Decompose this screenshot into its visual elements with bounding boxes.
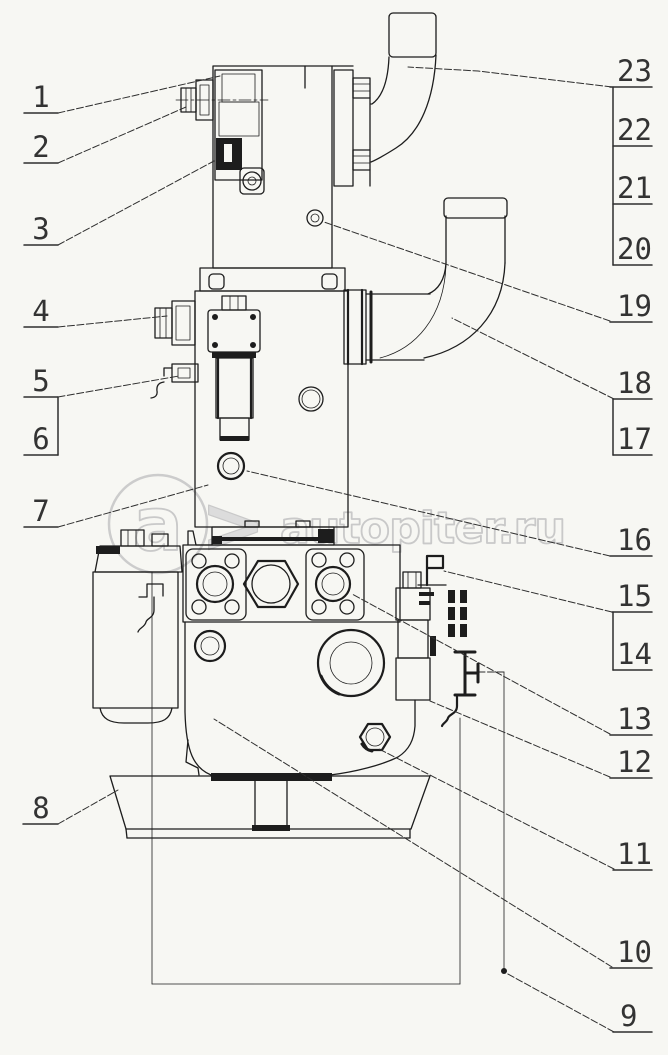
callout-1-leader: [57, 75, 221, 114]
pump-top-plate: [187, 520, 335, 546]
callout-13-label: 13: [617, 702, 652, 736]
callout-20-label: 20: [617, 232, 652, 266]
callout-22: 22: [612, 113, 653, 147]
callout-4-label: 4: [32, 294, 49, 328]
clamp-hook-symbol: [150, 367, 173, 399]
hydraulic-schematic-overlay: [151, 554, 507, 985]
callout-5-label: 5: [32, 364, 49, 398]
callout-12-label: 12: [617, 745, 652, 779]
callout-18-leader: [451, 317, 615, 400]
callout-8: 8: [22, 789, 119, 825]
callout-19-label: 19: [617, 289, 652, 323]
top-valve-assembly: [175, 12, 437, 292]
oil-filter: [92, 529, 183, 724]
solenoid-valve: [150, 295, 261, 441]
pump-assembly: [92, 520, 436, 839]
callout-12-leader: [429, 700, 611, 778]
callout-4: 4: [23, 294, 168, 328]
callout-10-label: 10: [617, 935, 652, 969]
middle-valve-assembly: [150, 197, 508, 528]
callout-16-leader: [246, 470, 611, 557]
side-elbow-pipe: [343, 197, 508, 366]
callout-5-leader: [57, 375, 180, 398]
callout-5: 5: [23, 364, 180, 398]
watermark-site-text: autopiter.ru: [280, 503, 565, 554]
callout-18: 18: [451, 317, 653, 456]
callout-15-leader: [443, 570, 613, 613]
callouts-right: 23 22 21 20 19 18 17: [213, 54, 653, 1033]
top-body-flange: [199, 267, 346, 292]
breather-symbol: [417, 554, 447, 605]
callout-11-label: 11: [617, 837, 652, 871]
callout-7-label: 7: [32, 494, 49, 528]
callout-8-leader: [57, 789, 119, 825]
callout-15-label: 15: [617, 579, 652, 613]
mounting-base: [109, 739, 431, 839]
callout-13: 13: [351, 593, 653, 736]
callout-2-leader: [57, 106, 187, 164]
callout-7-leader: [57, 484, 209, 528]
callout-15: 15: [443, 570, 653, 671]
callout-23-leader: [407, 66, 613, 88]
top-elbow-pipe: [370, 12, 437, 163]
callout-18-label: 18: [617, 366, 652, 400]
callout-10: 10: [213, 718, 653, 969]
callout-1: 1: [23, 75, 221, 114]
port-boss: [216, 451, 246, 481]
callout-9-leader: [505, 972, 615, 1033]
tee-fitting-symbol: [453, 650, 480, 697]
callout-14-label: 14: [617, 637, 652, 671]
watermark-logo-a: a: [133, 482, 183, 568]
hook-symbol: [440, 695, 459, 728]
watermark: a > autopiter.ru: [107, 473, 567, 575]
callout-1-label: 1: [32, 80, 49, 114]
callout-23: 23: [407, 54, 653, 266]
callout-21: 21: [612, 171, 653, 205]
callout-3-label: 3: [32, 212, 49, 246]
callout-16: 16: [246, 470, 653, 557]
callout-9: 9: [505, 972, 653, 1033]
callouts-left: 1 2 3 4 5 6 7: [22, 75, 221, 825]
pump-flange-face: [182, 544, 401, 623]
callout-16-label: 16: [617, 523, 652, 557]
callout-14: 14: [612, 637, 653, 671]
pump-housing: [184, 621, 416, 776]
pilot-valve-stack: [175, 69, 269, 195]
left-fitting-stack: [154, 300, 196, 346]
callout-2-label: 2: [32, 130, 49, 164]
filter-clamp-symbol: [137, 583, 164, 633]
callout-19-leader: [323, 221, 611, 322]
callout-6: 6: [23, 396, 59, 456]
callout-17: 17: [612, 422, 653, 456]
callout-11-leader: [378, 748, 615, 870]
callout-20: 20: [612, 232, 653, 266]
callout-6-label: 6: [32, 422, 49, 456]
callout-9-label: 9: [620, 999, 637, 1033]
callout-4-leader: [57, 315, 168, 328]
drain-line-node: [501, 968, 507, 974]
callout-10-leader: [213, 718, 613, 968]
center-hex-fitting: [242, 559, 300, 609]
plug-bolt: [306, 209, 324, 227]
outlet-flange: [333, 69, 371, 187]
callout-13-leader: [351, 593, 611, 735]
watermark-logo-chevron: >: [200, 481, 265, 571]
callout-7: 7: [23, 484, 209, 528]
watermark-logo-circle: [107, 473, 209, 575]
callout-11: 11: [378, 748, 653, 871]
callout-21-label: 21: [617, 171, 652, 205]
callout-12: 12: [429, 700, 653, 779]
callout-2: 2: [23, 106, 187, 164]
callout-19: 19: [323, 221, 653, 323]
callout-3: 3: [23, 160, 215, 246]
coupling-symbol: [448, 590, 467, 637]
callout-22-label: 22: [617, 113, 652, 147]
callout-17-label: 17: [617, 422, 652, 456]
callout-3-leader: [57, 160, 215, 246]
callout-23-label: 23: [617, 54, 652, 88]
callout-8-label: 8: [32, 791, 49, 825]
